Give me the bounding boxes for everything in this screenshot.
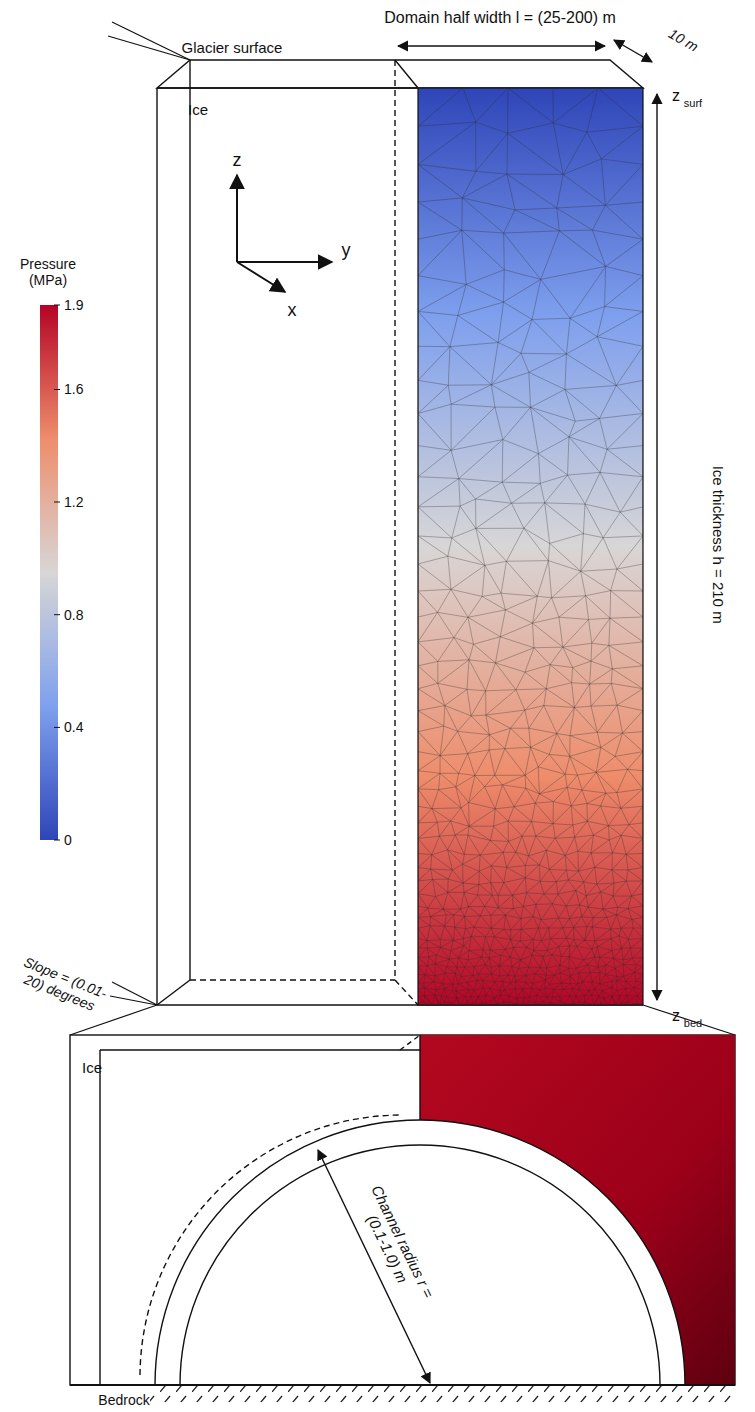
channel-inset [70,1035,735,1402]
colorbar-tick-label: 1.2 [64,494,83,510]
material-label: Ice [82,1059,102,1076]
colorbar-tick-label: 1.9 [64,297,83,313]
colorbar-tick-label: 1.6 [64,381,83,397]
material-label: Bedrock [98,1392,149,1408]
axis-triad [237,175,332,292]
colorbar-tick [54,389,60,390]
colorbar-tick-label: 0.8 [64,607,83,623]
finite-element-mesh [418,88,643,1005]
colorbar-tick-label: 0 [64,832,72,848]
axis-label: y [342,240,351,261]
dimension-label: Domain half width l = (25-200) m [384,9,616,27]
colorbar-tick-label: 0.4 [64,719,83,735]
axis-subscript: bed [684,1017,702,1030]
axis-variable: z [672,87,680,105]
pressure-section [418,88,643,1005]
ice-block [157,60,643,1005]
axis-label: x [288,300,297,321]
colorbar [40,305,58,840]
slope-label: Slope = (0.01- 20) degrees [12,952,112,1017]
colorbar-tick [54,727,60,728]
axis-label: z [233,150,242,171]
surface-label: Glacier surface [182,39,283,56]
dimension-label: Channel radius r = (0.1-1.0) m [351,1179,439,1311]
slope-wedge [108,22,190,1005]
colorbar-title: Pressure (MPa) [8,256,88,288]
mesh-edges [418,88,643,1005]
colorbar-tick [54,502,60,503]
zoom-line [70,1005,735,1035]
colorbar-tick [54,305,60,306]
colorbar-tick [54,614,60,615]
dimension-label: 10 m [666,25,701,55]
colorbar-tick [54,840,60,841]
material-label: Ice [188,101,208,118]
colorbar-ticks [54,305,60,840]
axis-variable: z [672,1007,680,1025]
axis-subscript: surf [684,97,702,110]
dimension-arrow [398,40,657,1000]
dimension-label: Ice thickness h = 210 m [709,466,726,624]
